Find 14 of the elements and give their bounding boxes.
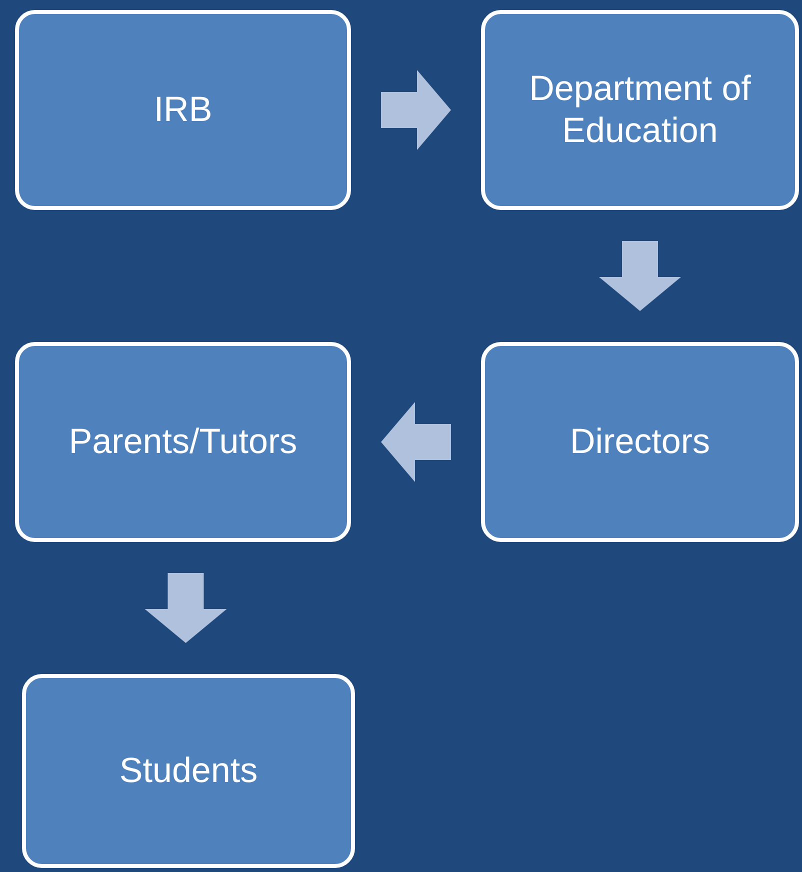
process-box: [15, 342, 351, 542]
block-arrow: [381, 402, 451, 482]
block-arrow: [381, 70, 451, 150]
process-box: [481, 342, 799, 542]
process-box: [15, 10, 351, 210]
block-arrow: [144, 573, 227, 643]
process-box: [481, 10, 799, 210]
box-label: Parents/Tutors: [68, 421, 298, 463]
box-label: Students: [119, 750, 258, 792]
box-label: IRB: [154, 89, 212, 131]
process-box: [22, 674, 355, 868]
box-label: Department of Education: [528, 68, 752, 152]
block-arrow: [599, 241, 681, 311]
box-label: Directors: [570, 421, 710, 463]
